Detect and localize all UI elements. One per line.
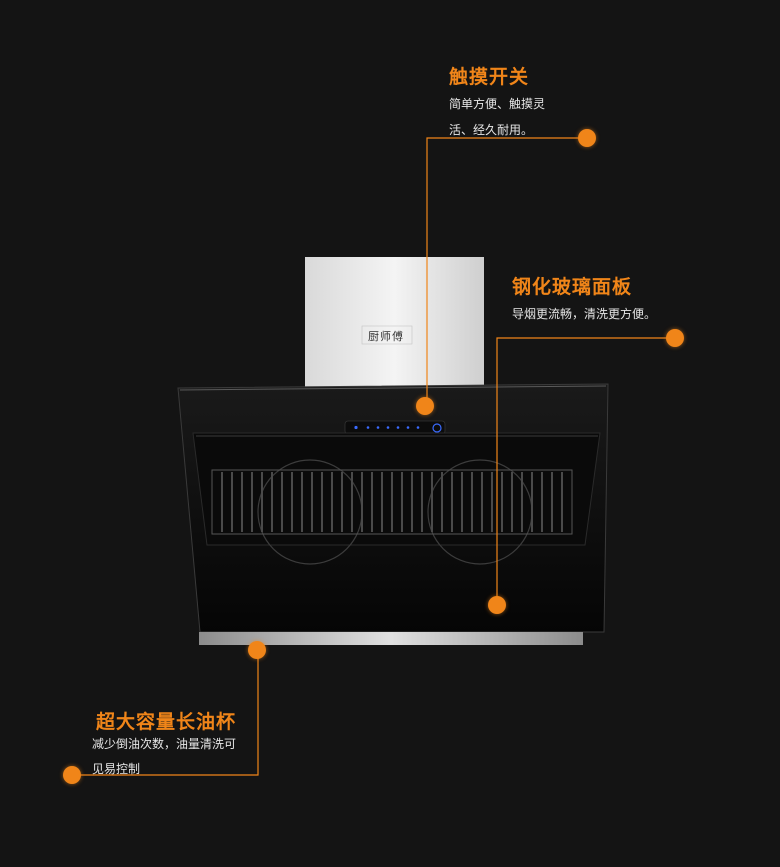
hotspot-glass-top[interactable] [666, 329, 684, 347]
hotspot-touch-top[interactable] [578, 129, 596, 147]
air-intake [192, 432, 601, 546]
feature-touch-title: 触摸开关 [449, 66, 530, 88]
chimney-cover [305, 257, 484, 389]
leader-lines [72, 137, 675, 776]
feature-glass-desc: 导烟更流畅，清洗更方便。 [512, 307, 657, 321]
feature-touch-desc-1: 简单方便、触摸灵 [449, 97, 546, 111]
feature-glass-title: 钢化玻璃面板 [512, 276, 633, 298]
feature-oil-desc-1: 减少倒油次数，油量清洗可 [92, 737, 237, 751]
feature-oil-title: 超大容量长油杯 [96, 711, 237, 733]
hotspot-oil-cup-left[interactable] [63, 766, 81, 784]
feature-oil-cup: 超大容量长油杯 [96, 707, 236, 734]
brand-logo: 厨师傅 [368, 330, 404, 343]
power-button-icon [432, 423, 442, 433]
feature-touch-switch: 触摸开关 简单方便、触摸灵 活、经久耐用。 [449, 62, 545, 143]
control-indicator-lights [354, 425, 420, 430]
hotspot-oil-cup[interactable] [248, 641, 266, 659]
hotspot-touch-control[interactable] [416, 397, 434, 415]
oil-cup-strip [199, 632, 583, 645]
feature-oil-desc-2: 见易控制 [92, 762, 141, 776]
touch-control-strip [344, 420, 446, 435]
feature-touch-desc-2: 活、经久耐用。 [449, 123, 534, 137]
intake-grille [221, 472, 563, 532]
feature-tempered-glass: 钢化玻璃面板 导烟更流畅，清洗更方便。 [512, 272, 656, 327]
feature-oil-desc-block: 减少倒油次数，油量清洗可 见易控制 [92, 731, 236, 782]
hotspot-glass-panel[interactable] [488, 596, 506, 614]
